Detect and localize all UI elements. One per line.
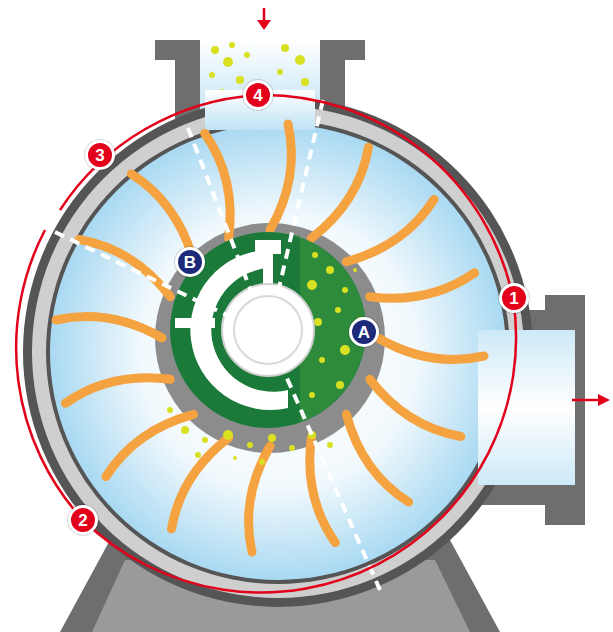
outlet-arrow-head	[598, 394, 610, 406]
callout-number: B	[184, 254, 196, 271]
sector-lines	[55, 100, 380, 590]
callout-circle: 4	[243, 80, 273, 110]
callout-number: 4	[253, 87, 262, 104]
callout-circle: 3	[85, 140, 115, 170]
callout-number: 3	[95, 147, 104, 164]
inlet-arrow-head	[257, 20, 271, 30]
phase-arc	[60, 95, 258, 210]
callout-circle: 2	[68, 505, 98, 535]
casing-inner-edge	[46, 120, 510, 584]
shaft	[222, 284, 314, 376]
callout-number: 2	[78, 512, 87, 529]
port-web	[175, 318, 215, 328]
callout-circle: 1	[499, 283, 529, 313]
callout-number: 1	[509, 290, 518, 307]
casing-outer	[23, 97, 533, 607]
callout-circle: A	[349, 317, 379, 347]
casing-wall	[32, 106, 524, 598]
liquid-ring	[50, 124, 506, 580]
callout-number: A	[358, 324, 370, 341]
port-plate	[170, 232, 366, 428]
outlet-arrow	[572, 399, 600, 402]
phase-arc	[16, 95, 516, 593]
shaft-inner	[234, 296, 302, 364]
callout-circle: B	[175, 247, 205, 277]
